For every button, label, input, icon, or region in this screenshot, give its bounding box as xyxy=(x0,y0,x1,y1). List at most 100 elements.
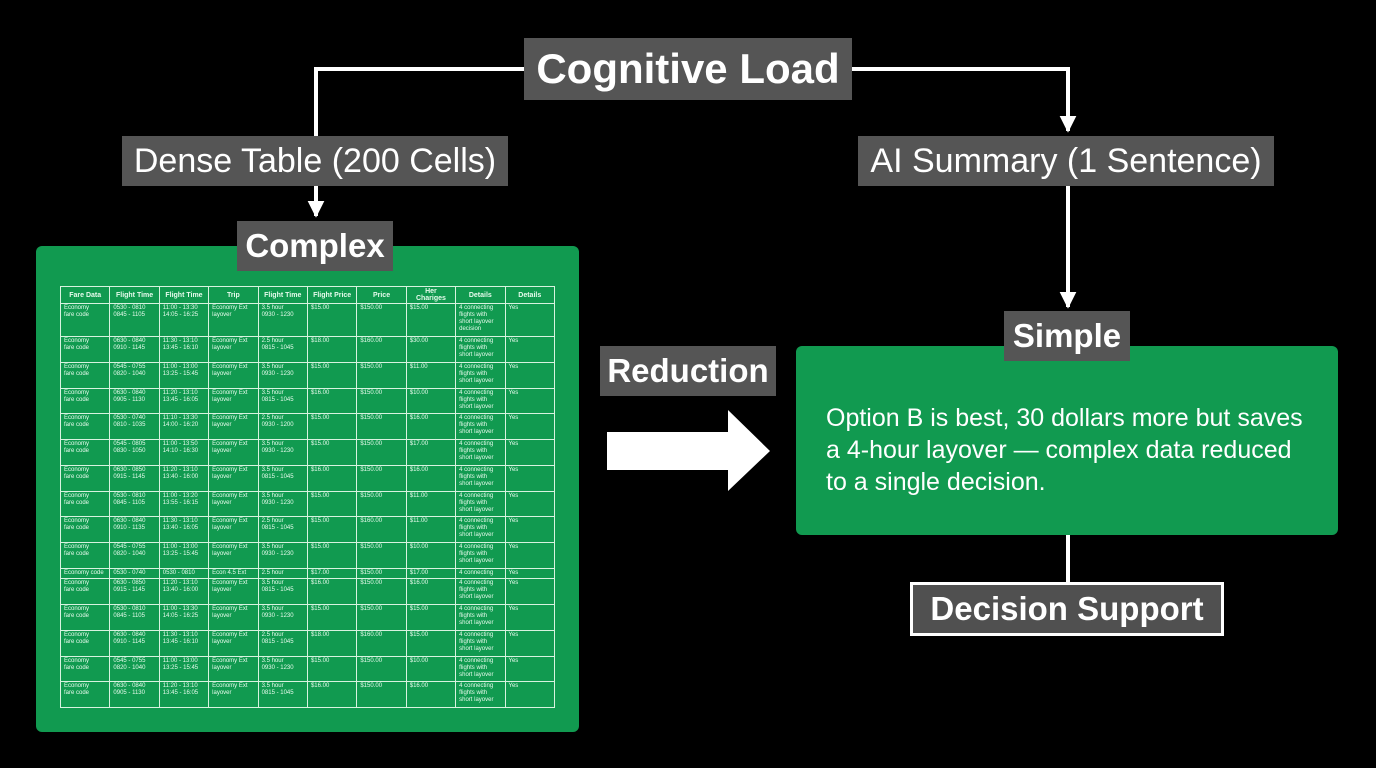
table-cell: 11:20 - 13:10 13:40 - 16:00 xyxy=(158,464,210,492)
table-cell: $150.00 xyxy=(356,541,407,569)
table-cell: Yes xyxy=(504,629,556,657)
table-cell: 0545 - 0755 0820 - 1040 xyxy=(109,655,160,683)
table-cell: 0530 - 0810 0845 - 1105 xyxy=(109,490,160,518)
table-cell: 4 connecting flights with short layover xyxy=(455,413,506,441)
table-cell: 11:00 - 13:30 14:05 - 16:25 xyxy=(158,302,210,338)
table-cell: Economy fare code xyxy=(59,490,111,518)
table-cell: 4 connecting flights with short layover xyxy=(455,490,506,518)
title-to-dense-line xyxy=(314,67,524,136)
table-cell: 3.5 hour 0930 - 1230 xyxy=(257,439,308,466)
table-cell: $16.00 xyxy=(405,681,457,708)
table-cell: 0545 - 0755 0820 - 1040 xyxy=(109,361,160,389)
table-cell: $16.00 xyxy=(306,387,358,415)
table-cell: 0530 - 0810 0845 - 1105 xyxy=(109,302,160,338)
table-cell: 4 connecting flights with short layover xyxy=(455,541,506,569)
summary-text: Option B is best, 30 dollars more but sa… xyxy=(826,404,1303,496)
table-cell: $150.00 xyxy=(356,361,407,389)
table-cell: $150.00 xyxy=(356,387,407,415)
table-cell: 4 connecting flights with short layover xyxy=(455,464,506,492)
table-cell: Yes xyxy=(504,490,556,518)
table-cell: 3.5 hour 0815 - 1045 xyxy=(257,578,308,606)
table-cell: 4 connecting flights with short layover xyxy=(455,629,506,657)
table-cell: 4 connecting flights with short layover xyxy=(455,387,506,415)
table-cell: $15.00 xyxy=(306,541,358,569)
table-cell: 3.5 hour 0930 - 1230 xyxy=(257,302,308,338)
table-cell: Economy Ext layover xyxy=(208,387,259,415)
table-cell: Economy Ext layover xyxy=(208,604,259,631)
table-cell: $15.00 xyxy=(405,629,457,657)
table-cell: 11:20 - 13:10 13:45 - 16:05 xyxy=(158,387,210,415)
table-cell: 0630 - 0840 0910 - 1145 xyxy=(109,336,160,363)
table-cell: Yes xyxy=(504,302,556,338)
table-cell: Yes xyxy=(504,541,556,569)
reduction-label: Reduction xyxy=(600,346,776,396)
reduction-arrow xyxy=(607,410,770,491)
table-cell: $150.00 xyxy=(356,490,407,518)
table-cell: $150.00 xyxy=(356,681,407,708)
table-cell: $16.00 xyxy=(306,464,358,492)
table-cell: Economy fare code xyxy=(59,302,111,338)
table-cell: 11:00 - 13:50 14:10 - 16:30 xyxy=(158,439,210,466)
table-cell: 11:10 - 13:30 14:00 - 16:20 xyxy=(158,413,210,441)
table-cell: 11:00 - 13:00 13:25 - 15:45 xyxy=(158,541,210,569)
table-cell: Yes xyxy=(504,681,556,708)
diagram-title: Cognitive Load xyxy=(524,38,852,100)
table-cell: $150.00 xyxy=(356,655,407,683)
table-cell: $150.00 xyxy=(356,302,407,338)
table-cell: Yes xyxy=(504,361,556,389)
table-cell: 0630 - 0840 0905 - 1130 xyxy=(109,681,160,708)
table-cell: Yes xyxy=(504,655,556,683)
table-cell: 11:00 - 13:20 13:55 - 16:15 xyxy=(158,490,210,518)
complex-label: Complex xyxy=(237,221,393,271)
table-cell: Economy Ext layover xyxy=(208,361,259,389)
table-cell: 0545 - 0755 0820 - 1040 xyxy=(109,541,160,569)
table-cell: Economy Ext layover xyxy=(208,578,259,606)
table-cell: Economy Ext layover xyxy=(208,655,259,683)
table-cell: 4 connecting flights with short layover xyxy=(455,361,506,389)
table-cell: Economy fare code xyxy=(59,604,111,631)
simple-label: Simple xyxy=(1004,311,1130,361)
table-cell: $18.00 xyxy=(306,336,358,363)
dense-table-label: Dense Table (200 Cells) xyxy=(122,136,508,186)
table-cell: 4 connecting flights with short layover xyxy=(455,655,506,683)
table-cell: Yes xyxy=(504,464,556,492)
table-cell: Yes xyxy=(504,516,556,543)
table-cell: 4 connecting flights with short layover xyxy=(455,681,506,708)
table-cell: 3.5 hour 0815 - 1045 xyxy=(257,681,308,708)
table-cell: $16.00 xyxy=(306,681,358,708)
table-cell: 2.5 hour 0930 - 1200 xyxy=(257,413,308,441)
ai-summary-label: AI Summary (1 Sentence) xyxy=(858,136,1274,186)
table-cell: 0630 - 0850 0915 - 1145 xyxy=(109,578,160,606)
table-cell: $150.00 xyxy=(356,439,407,466)
table-cell: $16.00 xyxy=(405,413,457,441)
table-cell: Economy Ext layover xyxy=(208,302,259,338)
table-cell: 4 connecting flights with short layover xyxy=(455,439,506,466)
table-cell: 11:30 - 13:10 13:45 - 16:10 xyxy=(158,336,210,363)
table-cell: $17.00 xyxy=(405,439,457,466)
summary-box: Option B is best, 30 dollars more but sa… xyxy=(796,346,1338,535)
table-cell: 0630 - 0840 0905 - 1130 xyxy=(109,387,160,415)
table-cell: 0630 - 0840 0910 - 1145 xyxy=(109,629,160,657)
table-cell: $150.00 xyxy=(356,464,407,492)
table-cell: Yes xyxy=(504,578,556,606)
title-to-ai-arrow xyxy=(852,67,1077,133)
table-cell: 11:20 - 13:10 13:45 - 16:05 xyxy=(158,681,210,708)
